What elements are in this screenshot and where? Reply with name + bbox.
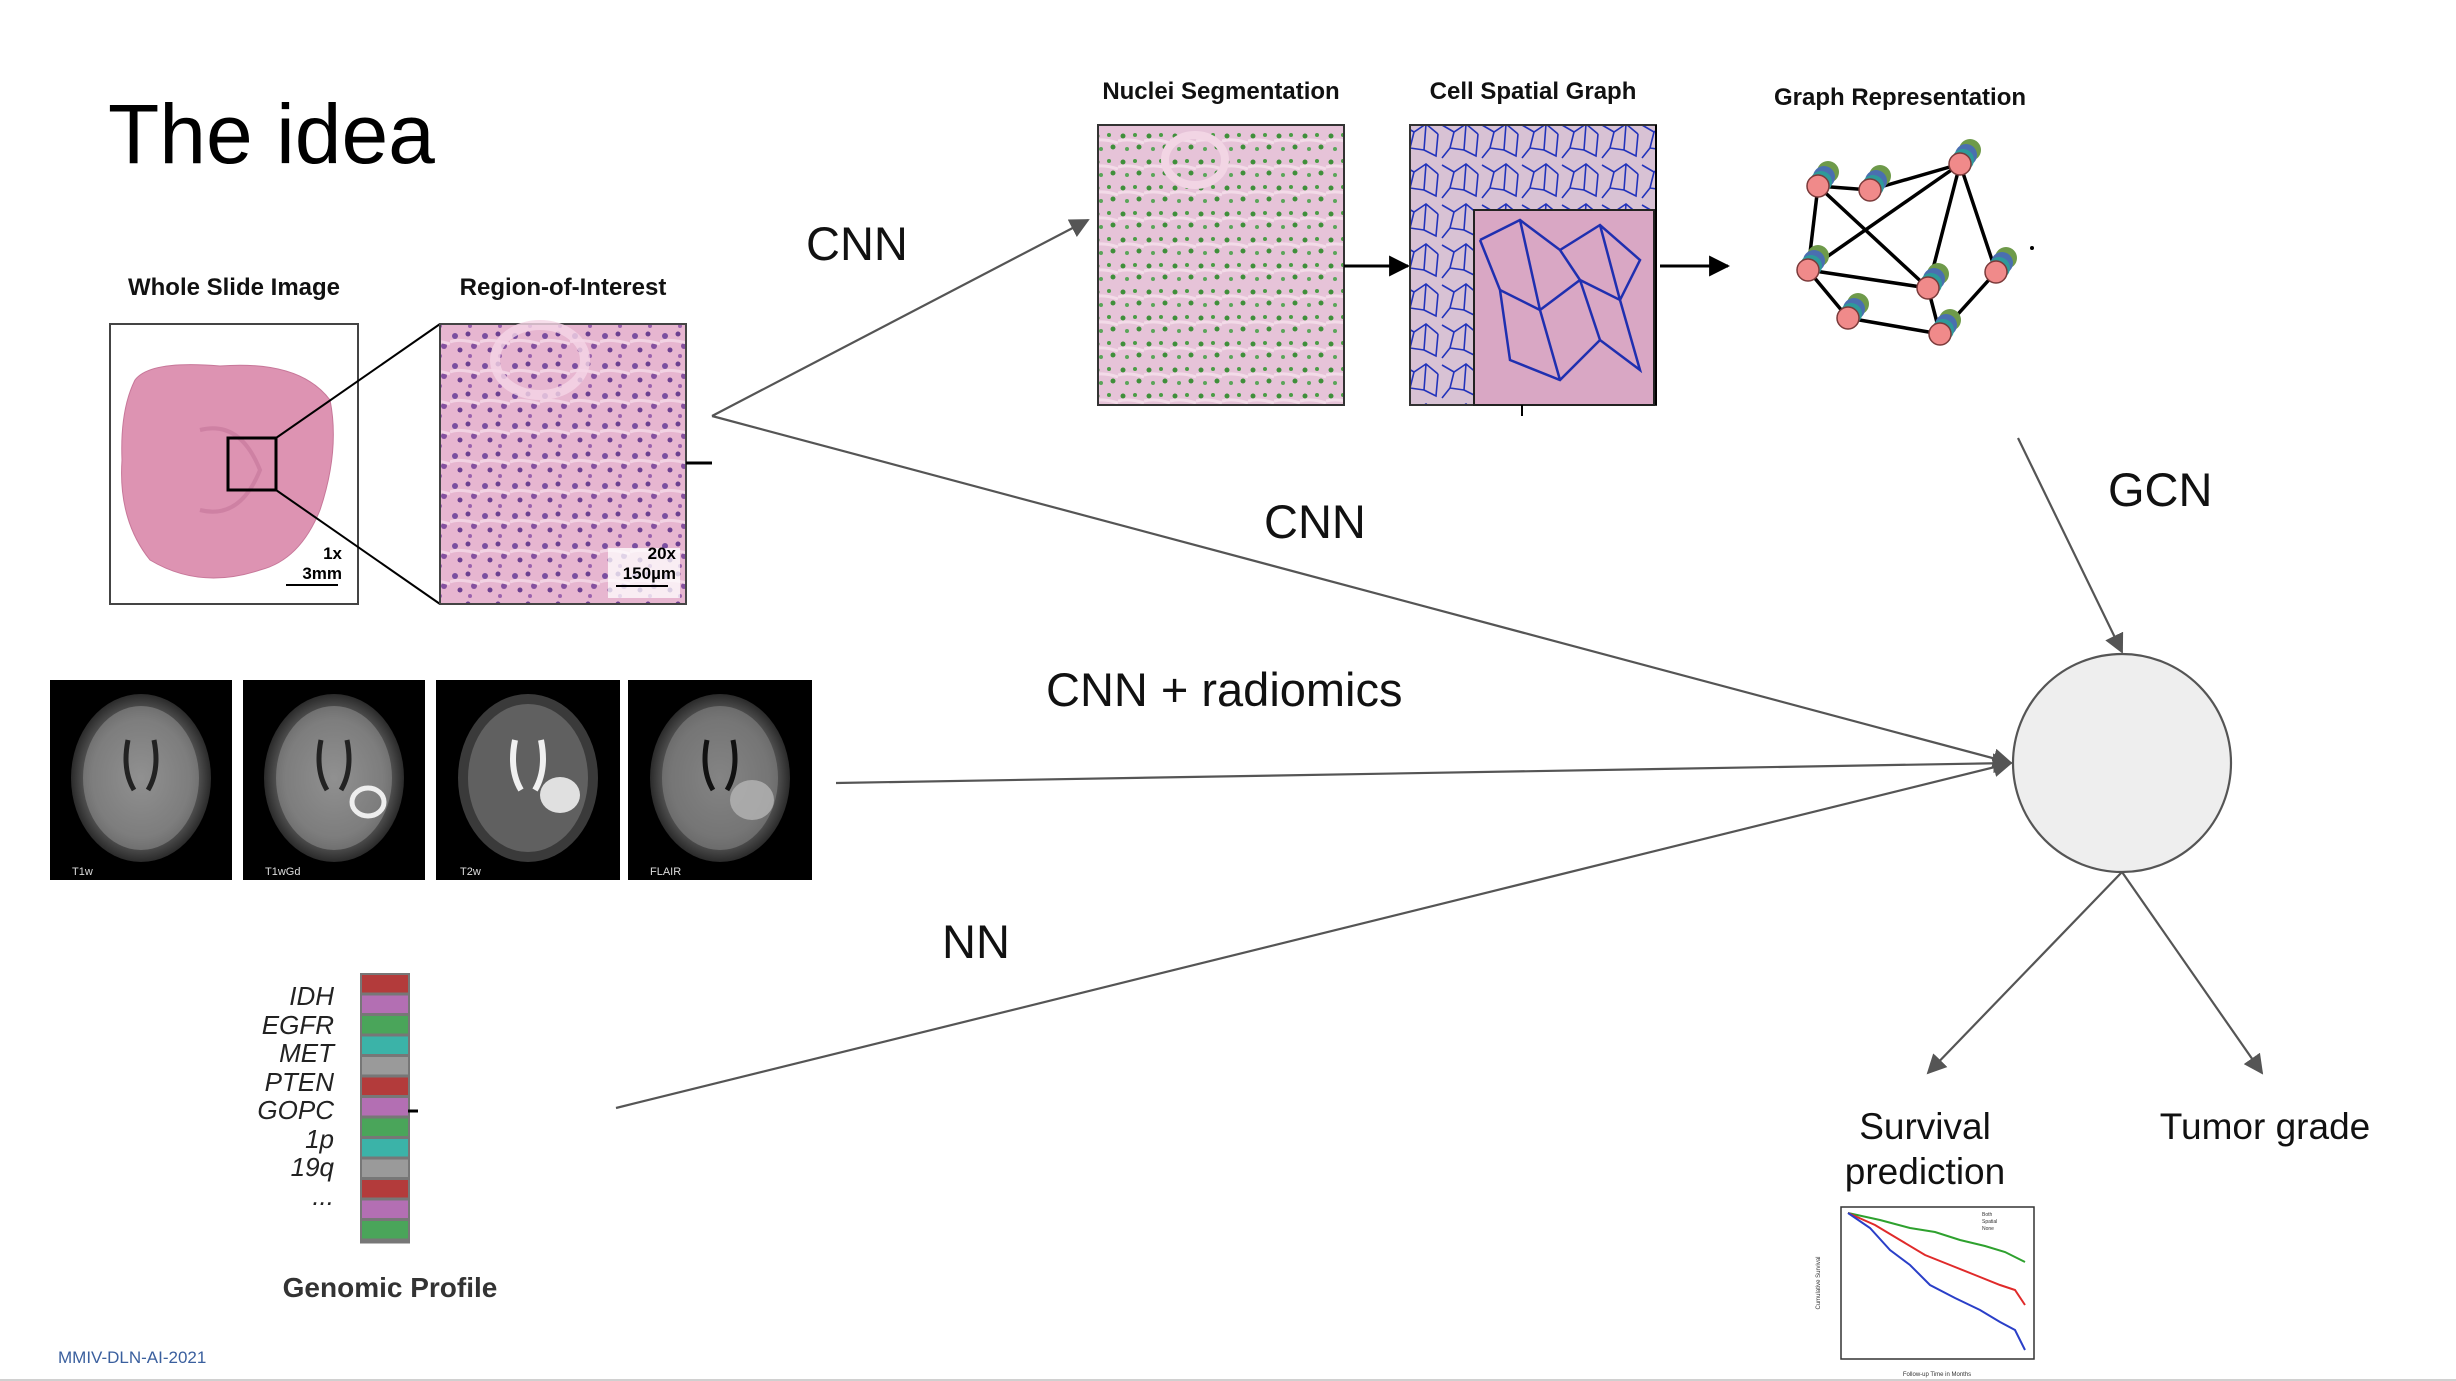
gene-label: PTEN bbox=[264, 1066, 334, 1097]
edge-label-nn: NN bbox=[942, 915, 1010, 968]
genomic-caption: Genomic Profile bbox=[282, 1272, 498, 1303]
mri-panel-t1wgd bbox=[243, 680, 425, 880]
genomic-bar-segment bbox=[362, 1098, 408, 1116]
mri-tag-flair: FLAIR bbox=[650, 866, 682, 878]
genomic-bar-segment bbox=[362, 1200, 408, 1218]
wsi-magnification: 1x bbox=[323, 544, 342, 563]
gene-label: EGFR bbox=[261, 1009, 334, 1040]
cell-spatial-graph-image bbox=[1409, 124, 1657, 416]
roi-scalebar-label: 150µm bbox=[622, 563, 676, 583]
genomic-bar-segment bbox=[362, 1118, 408, 1136]
whole-slide-image bbox=[109, 323, 359, 605]
slide-title: The idea bbox=[108, 87, 435, 181]
gene-label: IDH bbox=[289, 981, 334, 1011]
output-survival: Survival prediction bbox=[1844, 1106, 2006, 1193]
arrow-roi-to-nuclei bbox=[711, 219, 1090, 417]
arrow-graph-to-fusion bbox=[2017, 437, 2124, 654]
arrow-genomic-to-fusion bbox=[615, 757, 2013, 1110]
genomic-bar-segment bbox=[362, 1159, 408, 1177]
gene-label: GOPC bbox=[257, 1095, 334, 1125]
graph-repr-caption: Graph Representation bbox=[1773, 84, 2027, 111]
cell-graph-caption: Cell Spatial Graph bbox=[1429, 78, 1637, 105]
footer-text: MMIV-DLN-AI-2021 bbox=[58, 1348, 207, 1367]
slide-bottom-rule bbox=[0, 1379, 2456, 1381]
genomic-bar-segment bbox=[362, 1057, 408, 1075]
genomic-bar-segment bbox=[362, 995, 408, 1013]
edge-label-cnn-top: CNN bbox=[806, 217, 908, 270]
genomic-bar-segment bbox=[362, 1077, 408, 1095]
survival-legend-item: Both bbox=[1982, 1212, 1993, 1218]
mri-panels bbox=[50, 680, 812, 880]
roi-caption: Region-of-Interest bbox=[459, 274, 667, 301]
output-tumor-grade: Tumor grade bbox=[2159, 1106, 2371, 1147]
genomic-bar-segment bbox=[362, 1180, 408, 1198]
roi-image bbox=[439, 320, 712, 605]
edge-label-cnn-radiomics: CNN + radiomics bbox=[1046, 663, 1403, 716]
zoom-line-bottom bbox=[275, 489, 441, 605]
arrow-fusion-to-grade bbox=[2121, 871, 2264, 1075]
survival-ylabel: Cumulative Survival bbox=[1816, 1256, 1822, 1309]
whole-slide-caption: Whole Slide Image bbox=[127, 274, 341, 301]
mri-panel-t1w bbox=[50, 680, 232, 880]
genomic-bar-segment bbox=[362, 1139, 408, 1157]
nuclei-segmentation-image bbox=[1097, 124, 1345, 406]
graph-representation bbox=[1796, 139, 2034, 346]
gene-label: ... bbox=[312, 1180, 334, 1211]
arrow-roi-to-fusion bbox=[711, 414, 2013, 768]
zoom-line-top bbox=[275, 323, 441, 439]
wsi-scale: 1x 3mm bbox=[290, 544, 342, 583]
gene-label: MET bbox=[279, 1038, 334, 1068]
survival-xlabel: Follow-up Time in Months bbox=[1903, 1372, 1971, 1378]
graph-nodes bbox=[1796, 139, 2017, 346]
gene-label: 19q bbox=[290, 1152, 334, 1182]
mri-panel-t2w bbox=[436, 680, 620, 880]
nuclei-caption: Nuclei Segmentation bbox=[1102, 78, 1340, 105]
genomic-profile-bar bbox=[360, 973, 410, 1244]
genomic-bar-segment bbox=[362, 975, 408, 993]
mri-tag-t2w: T2w bbox=[460, 866, 481, 878]
mri-tag-t1w: T1w bbox=[72, 866, 93, 878]
arrow-fusion-to-survival bbox=[1926, 871, 2123, 1075]
survival-chart: Both Spatial None Follow-up Time in Mont… bbox=[1816, 1206, 2035, 1378]
genomic-bar-segment bbox=[362, 1016, 408, 1034]
genomic-bar-segment bbox=[362, 1221, 408, 1239]
genomic-bar-segment bbox=[362, 1036, 408, 1054]
roi-magnification: 20x bbox=[647, 544, 676, 563]
survival-legend-item: None bbox=[1982, 1226, 1994, 1232]
roi-scale: 20x 150µm bbox=[606, 544, 676, 583]
wsi-scalebar-label: 3mm bbox=[302, 563, 342, 583]
gene-list: IDH EGFR MET PTEN GOPC 1p 19q ... bbox=[244, 982, 334, 1210]
mri-panel-flair bbox=[628, 680, 812, 880]
survival-legend-item: Spatial bbox=[1982, 1219, 1997, 1225]
mri-tag-t1wgd: T1wGd bbox=[265, 866, 301, 878]
fusion-node bbox=[2011, 652, 2233, 874]
arrow-mri-to-fusion bbox=[835, 753, 2013, 785]
gene-label: 1p bbox=[305, 1123, 334, 1154]
edge-label-gcn: GCN bbox=[2108, 463, 2213, 516]
edge-label-cnn-mid: CNN bbox=[1264, 495, 1366, 548]
